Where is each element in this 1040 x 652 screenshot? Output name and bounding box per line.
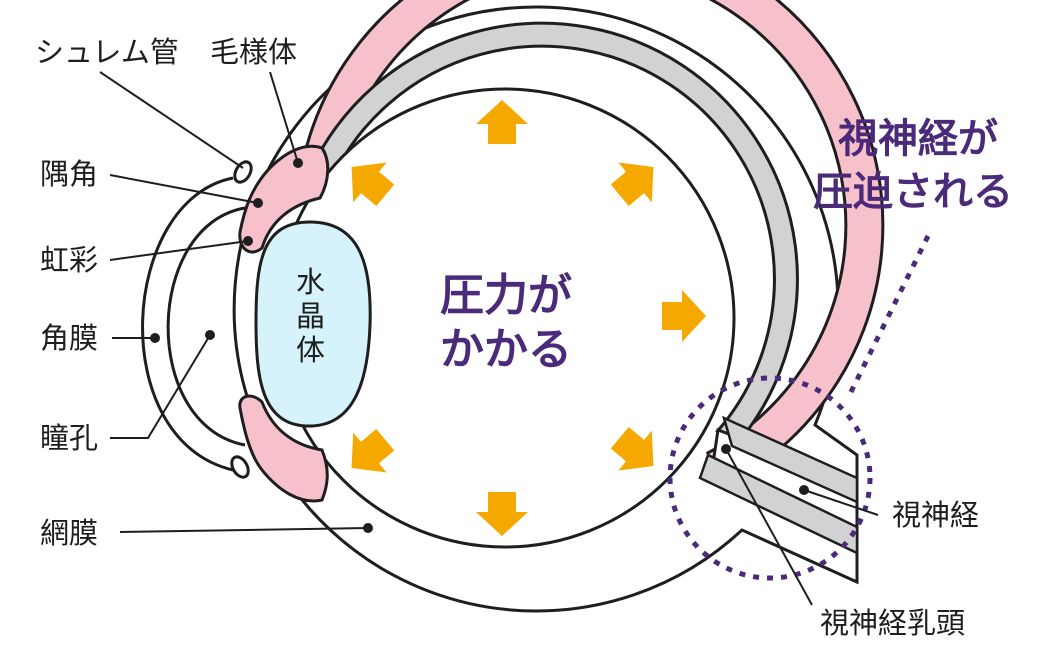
callout-pressure-line1: 圧力が: [440, 270, 572, 321]
optic-nerve-upper-strip: [722, 415, 859, 504]
label-optic-disc: 視神経乳頭: [820, 606, 965, 640]
label-lens-2: 晶: [296, 299, 325, 333]
leader-lines: [99, 71, 879, 606]
callout-compressed-line1: 視神経が: [838, 116, 998, 162]
retina-layer-fill: [312, 24, 796, 447]
lens: [254, 220, 372, 428]
cornea-outer: [141, 176, 234, 472]
arrow-icon: [351, 162, 395, 207]
schlemm-canal-upper: [233, 160, 253, 184]
cornea-inner: [166, 206, 246, 447]
arrow-icon: [476, 492, 528, 536]
choroid-layer-fill: [303, 0, 882, 486]
label-iris: 虹彩: [40, 243, 98, 277]
label-schlemm-canal: シュレム管: [35, 35, 179, 69]
arrow-icon: [610, 162, 654, 207]
callout-pressure-line2: かかる: [440, 324, 572, 375]
label-angle: 隅角: [40, 157, 98, 191]
label-lens-1: 水: [296, 265, 325, 299]
optic-nerve-lower-strip: [698, 453, 859, 555]
ciliary-body-upper: [238, 144, 330, 254]
pressure-arrows: [351, 100, 706, 536]
ciliary-body-lower: [238, 394, 329, 503]
label-ciliary-body: 毛様体: [210, 35, 297, 69]
label-cornea: 角膜: [40, 321, 98, 355]
optic-disc-highlight-ring: [667, 375, 873, 581]
label-pupil: 瞳孔: [40, 421, 98, 455]
label-retina: 網膜: [40, 516, 98, 550]
arrow-icon: [351, 428, 395, 473]
arrow-icon: [662, 290, 706, 342]
callout-dotted-line: [845, 234, 931, 400]
label-lens-3: 体: [296, 333, 325, 367]
arrow-icon: [610, 426, 654, 471]
arrow-icon: [476, 100, 528, 144]
callout-compressed-line2: 圧迫される: [813, 169, 1013, 215]
schlemm-canal-lower: [230, 455, 250, 479]
label-optic-nerve: 視神経: [892, 498, 979, 532]
